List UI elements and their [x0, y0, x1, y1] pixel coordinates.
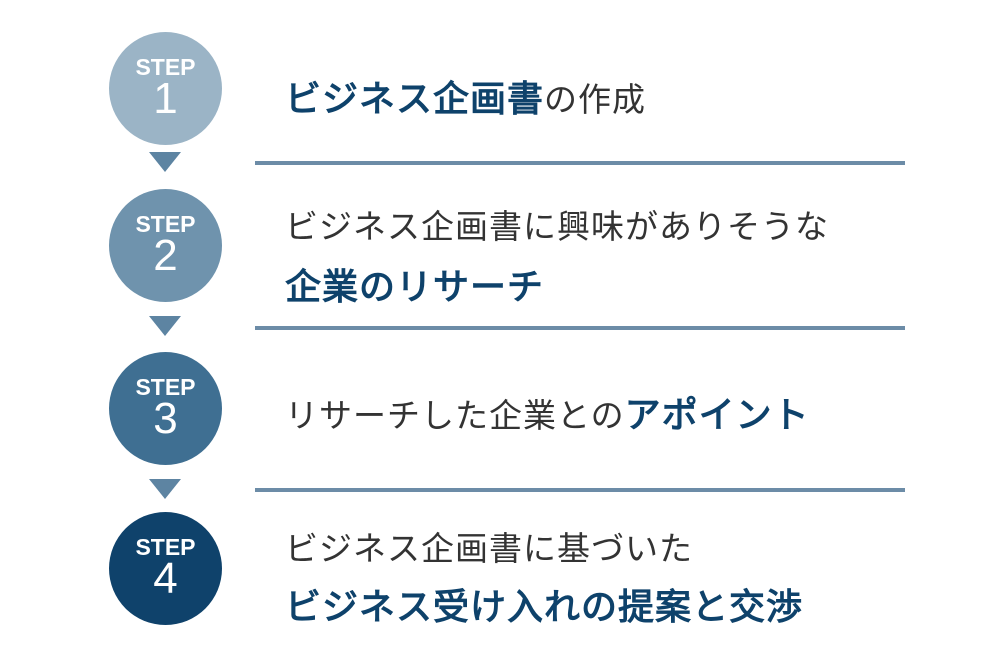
step-2-text-line1: ビジネス企画書に興味がありそうな: [285, 200, 829, 248]
divider: [255, 326, 905, 330]
step-label: STEP: [135, 374, 196, 400]
step-1-text: ビジネス企画書の作成: [285, 70, 646, 122]
step-4-line2: ビジネス受け入れの提案と交渉: [285, 587, 804, 628]
step-number: 1: [153, 74, 178, 123]
step-1-em: ビジネス企画書: [285, 79, 545, 120]
step-3-em: アポイント: [624, 395, 810, 436]
step-3-plain: リサーチした企業との: [285, 396, 625, 435]
step-1-rest: の作成: [544, 80, 647, 119]
divider: [255, 161, 905, 165]
divider: [255, 488, 905, 492]
step-number: 4: [153, 554, 178, 603]
step-4-line1: ビジネス企画書に基づいた: [285, 529, 693, 568]
step-number: 3: [153, 394, 178, 443]
arrow-down-icon: [149, 152, 181, 172]
arrow-down-icon: [149, 479, 181, 499]
step-2-line1: ビジネス企画書に興味がありそうな: [285, 207, 829, 246]
step-2-text-line2: 企業のリサーチ: [285, 258, 544, 310]
arrow-down-icon: [149, 316, 181, 336]
step-4-text-line1: ビジネス企画書に基づいた: [285, 522, 693, 570]
step-3-text: リサーチした企業とのアポイント: [285, 386, 810, 438]
step-label: STEP: [135, 54, 196, 80]
step-label: STEP: [135, 211, 196, 237]
step-number: 2: [153, 231, 178, 280]
step-label: STEP: [135, 534, 196, 560]
step-4-text-line2: ビジネス受け入れの提案と交渉: [285, 578, 803, 630]
step-2-line2: 企業のリサーチ: [285, 267, 545, 308]
